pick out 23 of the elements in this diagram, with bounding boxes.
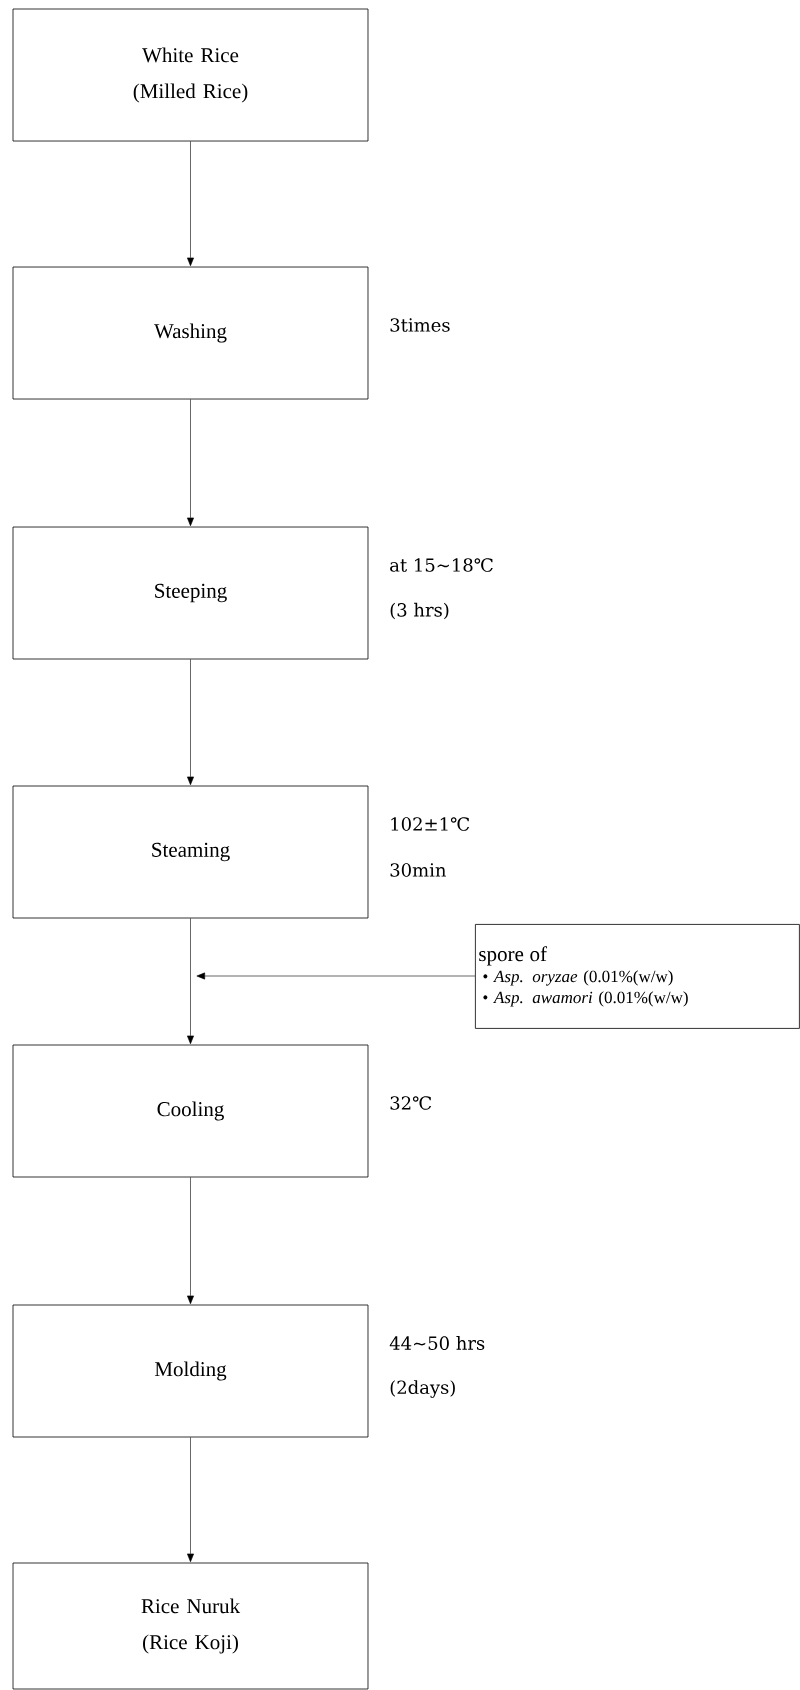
arrow: [187, 659, 194, 786]
arrow: [187, 918, 194, 1045]
annotation-text: 32℃: [390, 1096, 432, 1110]
process-box: Cooling: [12, 1044, 369, 1178]
arrow: [187, 141, 194, 267]
annotation-text: 44~50 hrs: [389, 1336, 485, 1350]
process-box: Steeping: [12, 526, 369, 660]
annotation-text: at 15~18℃: [390, 558, 493, 572]
process-box: Molding: [12, 1304, 369, 1438]
arrow: [187, 1177, 194, 1305]
arrow: [187, 399, 194, 527]
annotation-text: (3 hrs): [390, 602, 449, 620]
annotation-text: 102±1℃: [391, 817, 470, 831]
note-box: spore of • Asp. oryzae (0.01%(w/w) • Asp. awamori (0.01%(w/w): [475, 924, 800, 1029]
process-box: Steaming: [12, 785, 369, 919]
annotation-text: 30min: [390, 863, 446, 877]
annotation-text: (2days): [390, 1380, 455, 1398]
process-box: White Rice (Milled Rice): [12, 8, 369, 142]
arrow: [187, 1437, 194, 1563]
annotation-text: 3times: [390, 318, 450, 332]
process-box: Washing: [12, 266, 369, 400]
process-box: Rice Nuruk (Rice Koji): [12, 1562, 369, 1690]
arrow: [196, 972, 476, 980]
